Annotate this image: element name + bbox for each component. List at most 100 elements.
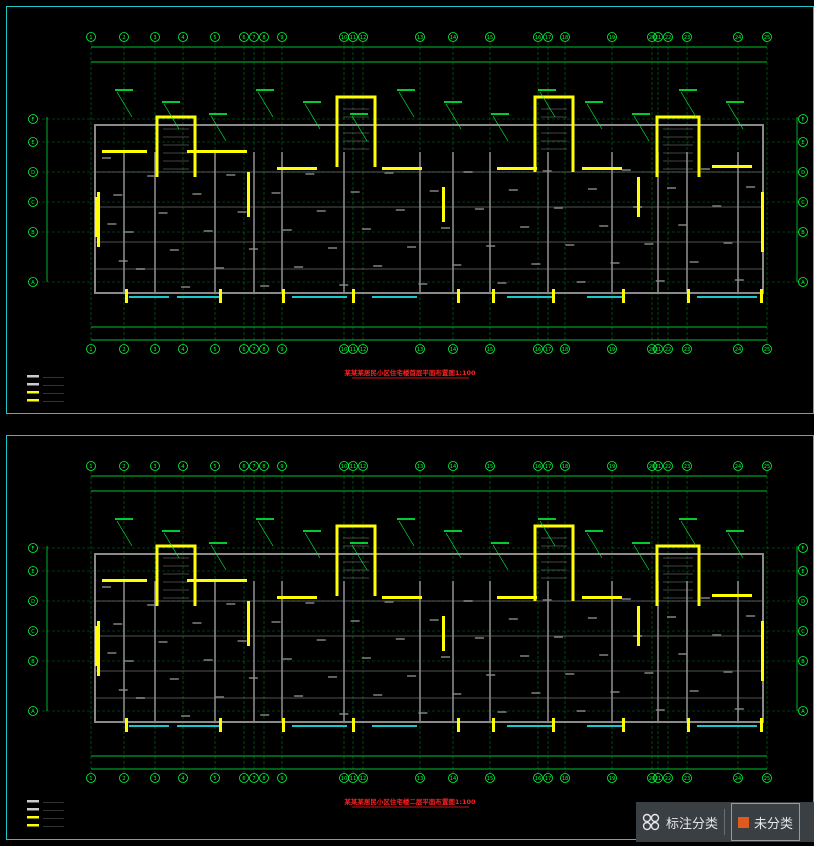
axis-bubble [86,344,96,354]
highlight-wall [382,596,422,599]
axis-label: 2 [122,35,125,41]
axis-bubble [277,461,287,471]
axis-label: 6 [242,347,245,353]
row-label: F [32,117,35,123]
axis-bubble [348,32,358,42]
room-annotation [746,615,756,617]
axis-bubble [682,344,692,354]
axis-bubble [647,344,657,354]
column-marker [125,289,128,303]
axis-bubble [239,461,249,471]
room-annotation [226,603,236,605]
room-annotation [260,285,270,287]
row-bubble [798,137,808,147]
axis-label: 24 [735,776,741,782]
leader-line [445,532,462,559]
axis-bubble [249,32,259,42]
floor-plan-1[interactable]: 1122334455667788991010111112121313141415… [7,7,813,413]
axis-label: 4 [181,776,184,782]
room-annotation [102,586,111,588]
row-label: B [31,230,35,236]
axis-label: 6 [242,776,245,782]
highlight-wall [497,167,537,170]
floor-plan-2[interactable]: 1122334455667788991010111112121313141415… [7,436,813,839]
axis-label: 21 [655,347,661,353]
window-balcony [697,296,757,298]
room-annotation [689,690,699,692]
column-marker [492,289,495,303]
axis-bubble [415,773,425,783]
window-balcony [587,725,622,727]
axis-bubble [653,773,663,783]
row-bubble [798,197,808,207]
axis-bubble [543,773,553,783]
legend-swatch [27,399,39,402]
room-annotation [294,266,304,268]
leader-line [163,532,180,559]
axis-bubble [150,461,160,471]
plan-title: 某某某居民小区住宅楼首层平面布置图1:100 [344,368,476,377]
axis-label: 13 [417,464,423,470]
axis-bubble [249,773,259,783]
room-annotation [113,623,123,625]
room-annotation [554,207,563,209]
unclassified-button[interactable]: 未分类 [731,803,801,841]
axis-label: 13 [417,35,423,41]
axis-label: 10 [341,776,347,782]
row-bubble [798,277,808,287]
leader-line [445,103,462,130]
axis-label: 16 [535,776,541,782]
axis-label: 12 [360,464,366,470]
leader-line [586,103,603,130]
room-annotation [644,672,654,674]
room-annotation [107,223,117,225]
axis-bubble [663,32,673,42]
room-annotation [192,622,202,624]
axis-bubble [178,344,188,354]
leader-line [492,544,509,571]
room-annotation [678,653,688,655]
axis-bubble [448,32,458,42]
row-label: C [801,200,805,206]
highlight-wall [95,626,98,666]
legend-swatch [27,800,39,803]
axis-bubble [543,344,553,354]
axis-bubble [543,32,553,42]
row-bubble [28,114,38,124]
axis-bubble [533,32,543,42]
leader-line [257,91,274,118]
axis-bubble [485,32,495,42]
leader-note [256,518,274,520]
window-balcony [507,725,552,727]
room-annotation [192,193,202,195]
highlight-wall [761,192,764,252]
column-marker [125,718,128,732]
room-annotation [497,282,507,284]
row-bubble [798,227,808,237]
highlight-wall [637,606,640,646]
room-annotation [700,597,710,599]
row-label: A [31,709,35,715]
axis-label: 11 [350,35,356,41]
row-label: B [801,230,805,236]
axis-label: 21 [655,35,661,41]
annotate-category-button[interactable]: 标注分类 [642,807,718,837]
axis-label: 17 [545,347,551,353]
axis-label: 21 [655,464,661,470]
window-balcony [129,725,169,727]
row-label: F [32,546,35,552]
axis-bubble [653,461,663,471]
axis-bubble [733,344,743,354]
room-annotation [542,599,552,601]
axis-label: 23 [684,776,690,782]
axis-bubble [358,773,368,783]
row-bubble [798,566,808,576]
room-annotation [723,242,733,244]
row-label: B [31,659,35,665]
leader-note [115,518,133,520]
axis-label: 18 [562,776,568,782]
leader-line [633,115,650,142]
room-annotation [271,192,281,194]
